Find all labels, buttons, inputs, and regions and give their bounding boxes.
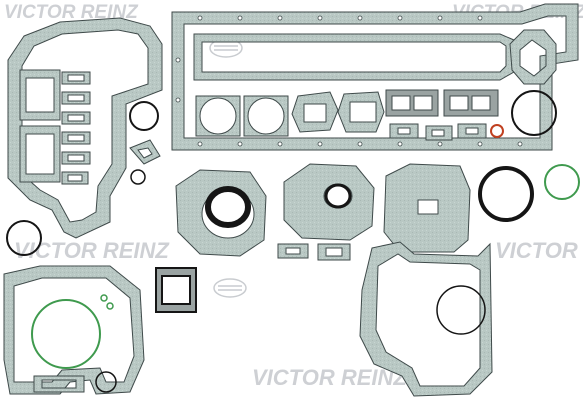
small-flange-gaskets-right — [389, 123, 487, 141]
rear-cover-gasket — [383, 163, 471, 253]
intake-elbow-gasket — [155, 267, 197, 313]
timing-cover-gasket — [7, 17, 163, 239]
oring-black-small — [130, 169, 146, 185]
exhaust-manifold-gaskets — [385, 89, 499, 117]
small-oval-gaskets-middle — [277, 243, 351, 261]
oring-black-left-upper — [129, 101, 159, 131]
small-rect-gasket-bottom — [33, 375, 85, 393]
oring-black-top-right — [511, 90, 557, 136]
oring-green-large — [31, 299, 101, 369]
crankshaft-seal-black — [205, 186, 251, 228]
watermark-text-top-left: VICTOR REINZ — [4, 2, 139, 23]
watermark-layer: VICTOR REINZ VICTOR REINZ VICTOR REINZ V… — [4, 2, 583, 390]
valve-cover-strip-gasket — [193, 33, 515, 81]
watermark-text-bottom: VICTOR REINZ — [252, 365, 408, 390]
oil-cooler-seal-black — [324, 183, 352, 209]
oring-black-left-middle — [6, 220, 42, 256]
oil-pan-bolt-holes — [175, 15, 523, 147]
watermark-text-mid-right: VICTOR REINZ — [495, 238, 583, 263]
small-copper-washer — [490, 124, 504, 138]
tiny-washers-bottom — [100, 294, 114, 310]
oring-green-right — [544, 164, 580, 200]
watermark-logo-2 — [213, 278, 247, 298]
intake-flange-gaskets — [291, 91, 385, 133]
flywheel-housing-gasket — [3, 265, 145, 395]
thermostat-cover-gasket — [509, 29, 557, 85]
cylinder-square-gaskets — [19, 69, 61, 183]
watermark-text-mid-left: VICTOR REINZ — [14, 238, 170, 263]
oil-sump-side-gasket — [359, 241, 493, 397]
oring-black-bottom-right — [436, 285, 486, 335]
small-triangle-gasket — [129, 139, 161, 165]
water-pump-gasket — [175, 169, 267, 257]
head-gasket-rounds — [195, 95, 289, 137]
rear-main-seal-black — [478, 166, 534, 222]
oring-black-bottom-small — [95, 371, 117, 393]
injector-seal-column — [61, 71, 91, 185]
oil-pan-gasket — [171, 3, 579, 151]
